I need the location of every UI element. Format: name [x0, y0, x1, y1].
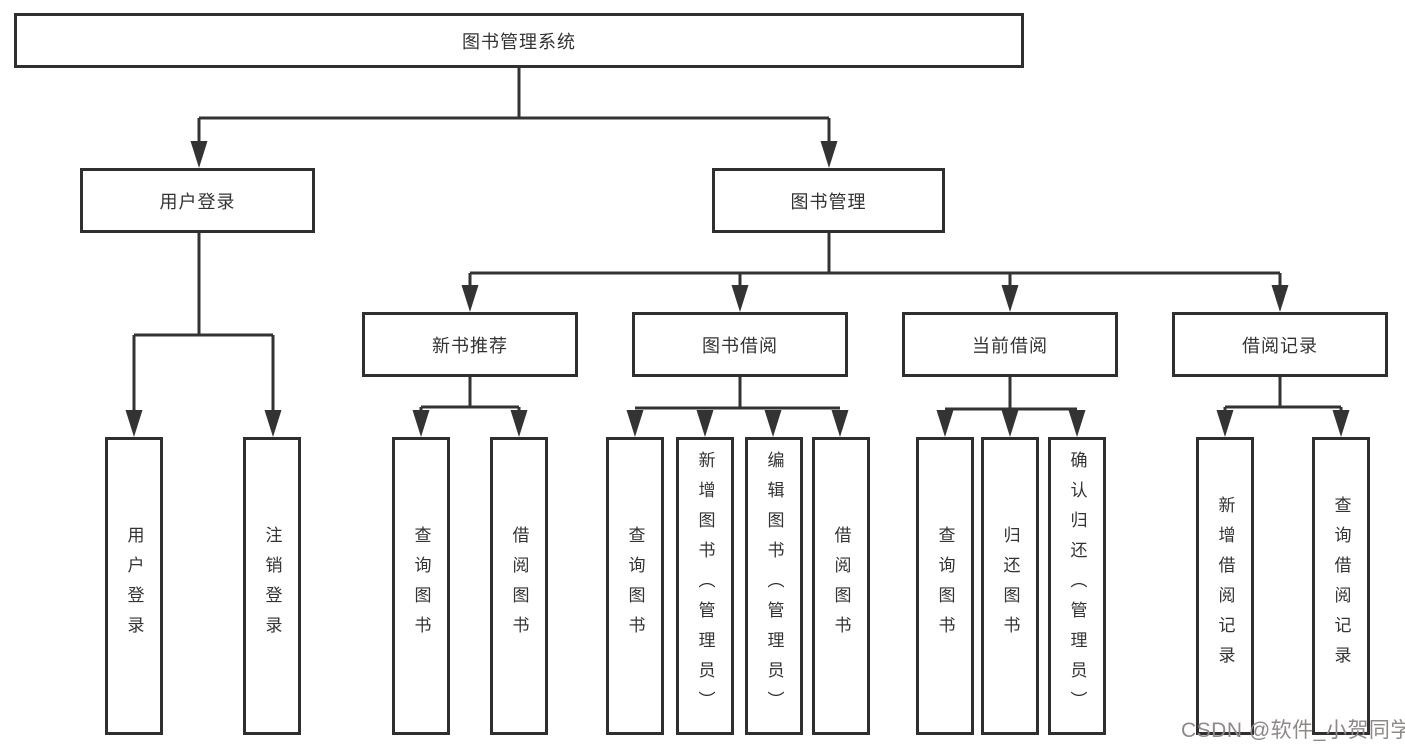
leaf-return-book: 归还图书 — [981, 437, 1039, 735]
leaf-query-borrow-record: 查询借阅记录 — [1312, 437, 1370, 735]
node-new-book-recommend: 新书推荐 — [362, 312, 578, 377]
leaf-confirm-return-admin: 确认归还（管理员） — [1048, 437, 1106, 735]
node-book-borrow: 图书借阅 — [632, 312, 848, 377]
node-root: 图书管理系统 — [14, 13, 1024, 68]
node-book-management: 图书管理 — [712, 168, 945, 233]
watermark: CSDN @软件_小贺同学 — [1181, 719, 1405, 742]
node-current-borrow: 当前借阅 — [902, 312, 1118, 377]
leaf-borrow-books: 借阅图书 — [812, 437, 870, 735]
leaf-edit-book-admin: 编辑图书（管理员） — [745, 437, 803, 735]
leaf-logout: 注销登录 — [243, 437, 301, 735]
leaf-add-book-admin: 新增图书（管理员） — [676, 437, 734, 735]
leaf-borrow-books-recommend: 借阅图书 — [490, 437, 548, 735]
node-borrow-records: 借阅记录 — [1172, 312, 1388, 377]
leaf-query-books-borrow: 查询图书 — [606, 437, 664, 735]
node-user-login: 用户登录 — [80, 168, 315, 233]
leaf-query-books-recommend: 查询图书 — [392, 437, 450, 735]
leaf-user-login: 用户登录 — [105, 437, 163, 735]
leaf-add-borrow-record: 新增借阅记录 — [1196, 437, 1254, 735]
leaf-query-books-current: 查询图书 — [916, 437, 974, 735]
